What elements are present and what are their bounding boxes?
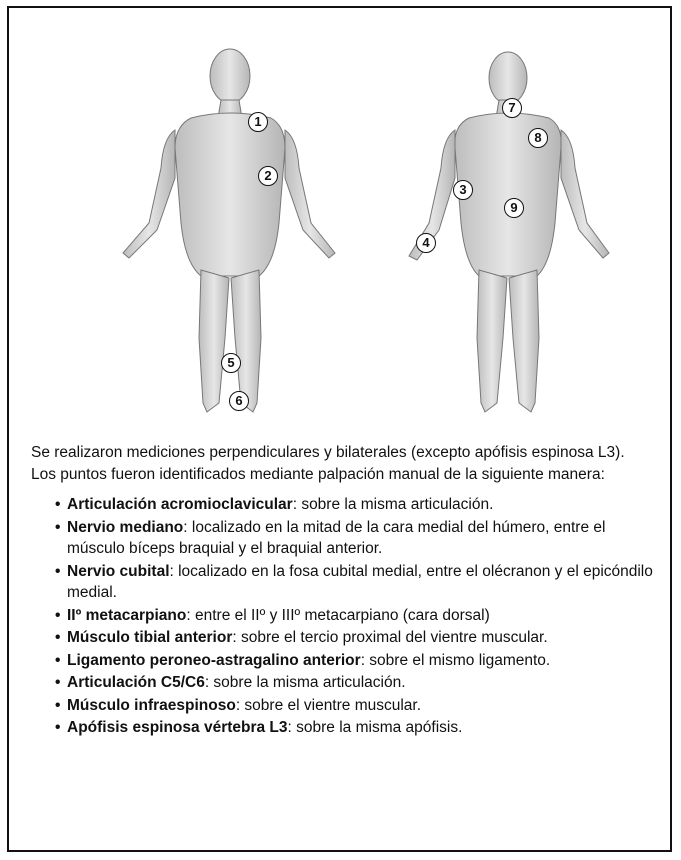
list-item: Articulación acromioclavicular: sobre la… bbox=[57, 494, 656, 516]
marker-9: 9 bbox=[504, 198, 524, 218]
marker-3: 3 bbox=[453, 180, 473, 200]
intro: Se realizaron mediciones perpendiculares… bbox=[31, 442, 656, 485]
marker-6: 6 bbox=[229, 391, 249, 411]
marker-5: 5 bbox=[221, 353, 241, 373]
point-desc: : sobre la misma apófisis. bbox=[288, 719, 463, 736]
figure-frame: 1 2 3 4 5 6 7 8 9 Se realizaron medicion… bbox=[7, 6, 672, 852]
list-item: Músculo infraespinoso: sobre el vientre … bbox=[57, 695, 656, 717]
points-list: Articulación acromioclavicular: sobre la… bbox=[31, 494, 656, 739]
list-item: Nervio mediano: localizado en la mitad d… bbox=[57, 517, 656, 560]
marker-4: 4 bbox=[416, 233, 436, 253]
point-desc: : sobre el mismo ligamento. bbox=[361, 652, 551, 669]
intro-paragraph-2: Los puntos fueron identificados mediante… bbox=[31, 464, 656, 486]
point-term: Articulación C5/C6 bbox=[67, 674, 205, 691]
list-item: IIº metacarpiano: entre el IIº y IIIº me… bbox=[57, 605, 656, 627]
description-text: Se realizaron mediciones perpendiculares… bbox=[31, 442, 656, 740]
point-desc: : sobre el tercio proximal del vientre m… bbox=[232, 629, 547, 646]
list-item: Articulación C5/C6: sobre la misma artic… bbox=[57, 672, 656, 694]
point-term: Nervio mediano bbox=[67, 519, 183, 536]
point-desc: : sobre la misma articulación. bbox=[205, 674, 406, 691]
intro-paragraph-1: Se realizaron mediciones perpendiculares… bbox=[31, 442, 656, 464]
marker-8: 8 bbox=[528, 128, 548, 148]
point-desc: : sobre la misma articulación. bbox=[293, 496, 494, 513]
point-desc: : sobre el vientre muscular. bbox=[236, 697, 421, 714]
point-term: Nervio cubital bbox=[67, 563, 170, 580]
marker-2: 2 bbox=[258, 166, 278, 186]
list-item: Nervio cubital: localizado en la fosa cu… bbox=[57, 561, 656, 604]
marker-7: 7 bbox=[502, 98, 522, 118]
list-item: Músculo tibial anterior: sobre el tercio… bbox=[57, 627, 656, 649]
body-illustration bbox=[9, 8, 670, 428]
point-desc: : entre el IIº y IIIº metacarpiano (cara… bbox=[186, 607, 489, 624]
point-term: Articulación acromioclavicular bbox=[67, 496, 293, 513]
point-term: IIº metacarpiano bbox=[67, 607, 186, 624]
point-term: Músculo infraespinoso bbox=[67, 697, 236, 714]
point-term: Ligamento peroneo-astragalino anterior bbox=[67, 652, 361, 669]
list-item: Ligamento peroneo-astragalino anterior: … bbox=[57, 650, 656, 672]
list-item: Apófisis espinosa vértebra L3: sobre la … bbox=[57, 717, 656, 739]
marker-1: 1 bbox=[248, 112, 268, 132]
point-term: Músculo tibial anterior bbox=[67, 629, 232, 646]
point-term: Apófisis espinosa vértebra L3 bbox=[67, 719, 288, 736]
anatomy-figures: 1 2 3 4 5 6 7 8 9 bbox=[9, 8, 670, 428]
